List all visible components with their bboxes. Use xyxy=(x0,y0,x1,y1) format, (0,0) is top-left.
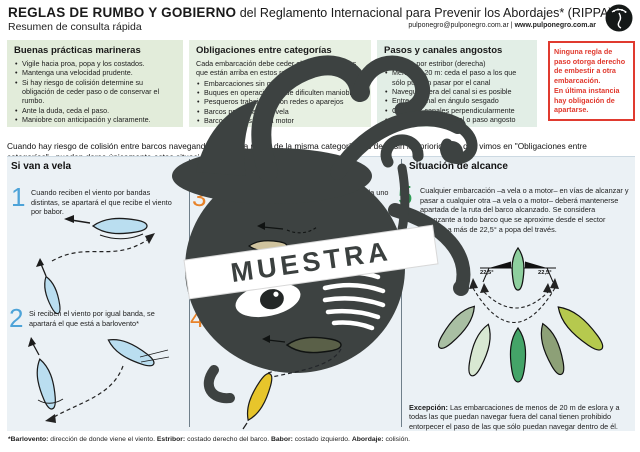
glossary-term: *Barlovento: xyxy=(8,436,49,443)
rule-number-1: 1 xyxy=(11,182,26,212)
box-title: Obligaciones entre categorías xyxy=(196,45,332,56)
bullet-item: No fondee en un canal o paso angosto xyxy=(384,115,530,125)
contact-website: www.pulponegro.com.ar xyxy=(514,22,596,29)
bullet-item: Barcos propulsados a motor xyxy=(196,116,364,126)
bullet-item: Ante la duda, ceda el paso. xyxy=(14,106,176,116)
bullet-item: Menor de 20 m: ceda el paso a los que só… xyxy=(384,68,530,87)
box-obligations: Obligaciones entre categorías Cada embar… xyxy=(189,40,371,127)
bullet-item: Maniobre con anticipación y claramente. xyxy=(14,115,176,125)
contact-line: pulponegro@pulponegro.com.ar | www.pulpo… xyxy=(408,22,596,29)
title-bold: REGLAS DE RUMBO Y GOBIERNO xyxy=(8,5,237,20)
section-title-motor: Si van a motor xyxy=(195,161,264,172)
title-rest: del Reglamento Internacional para Preven… xyxy=(236,6,613,20)
rule-number-2: 2 xyxy=(9,303,24,333)
bullet-list: Embarcaciones sin gobierno Buques en ope… xyxy=(196,79,364,126)
contact-email: pulponegro@pulponegro.com.ar xyxy=(408,22,509,29)
bullet-item: Circule por estribor (derecha) xyxy=(384,59,530,69)
rule-text-2: Si reciben el viento por igual banda, se… xyxy=(29,309,155,328)
warning-line-2: En última instancia hay obligación de ap… xyxy=(554,85,620,115)
exception-label: Excepción: xyxy=(409,403,448,412)
bullet-item: Cruce los canales perpendicularmente xyxy=(384,106,530,116)
box-good-practices: Buenas prácticas marineras Vigile hacia … xyxy=(7,40,183,127)
bullet-item: Pesqueros trabajando con redes o aparejo… xyxy=(196,97,364,107)
angle-label-right: 22,5° xyxy=(538,270,552,276)
rule-text-3: Si navegan de vuelta encontrada (de fren… xyxy=(212,188,389,207)
box-channels: Pasos y canales angostos Circule por est… xyxy=(377,40,537,127)
glossary-def: costado izquierdo. xyxy=(292,436,352,443)
rule-text-1: Cuando reciben el viento por bandas dist… xyxy=(31,188,172,217)
exception-text: Las embarcaciones de menos de 20 m de es… xyxy=(409,403,620,431)
glossary-def: colisión. xyxy=(383,436,411,443)
page-subtitle: Resumen de consulta rápida xyxy=(8,21,142,33)
box-title: Pasos y canales angostos xyxy=(384,45,503,56)
bullet-item: Barcos propulsados a vela xyxy=(196,107,364,117)
bullet-item: Entre al canal en ángulo sesgado xyxy=(384,96,530,106)
glossary-def: costado derecho del barco. xyxy=(185,436,271,443)
box-title: Buenas prácticas marineras xyxy=(14,45,141,56)
bullet-list: Circule por estribor (derecha) Menor de … xyxy=(384,59,530,125)
rule-number-4: 4 xyxy=(190,303,205,333)
bullet-item: Si hay riesgo de colisión determine su o… xyxy=(14,78,176,106)
page-title: REGLAS DE RUMBO Y GOBIERNO del Reglament… xyxy=(8,5,613,20)
glossary-def: dirección de donde viene el viento. xyxy=(48,436,157,443)
rule-number-5: 5 xyxy=(398,180,413,210)
rule-text-4: Si se cruzan, el que vea al otro por su … xyxy=(210,309,388,328)
glossary-term: Estribor: xyxy=(156,436,186,443)
angle-label-left: 22,5° xyxy=(480,270,494,276)
exception-note: Excepción: Las embarcaciones de menos de… xyxy=(409,403,632,431)
warning-box: Ninguna regla de paso otorga derecho de … xyxy=(548,41,635,122)
rule-number-3: 3 xyxy=(192,182,207,212)
bullet-item: Embarcaciones sin gobierno xyxy=(196,79,364,89)
octopus-logo-icon xyxy=(605,4,633,32)
warning-line-1: Ninguna regla de paso otorga derecho de … xyxy=(554,47,626,86)
bullet-list: Vigile hacia proa, popa y los costados. … xyxy=(14,59,176,125)
bullet-item: Vigile hacia proa, popa y los costados. xyxy=(14,59,176,69)
bullet-item: Mantenga una velocidad prudente. xyxy=(14,68,176,78)
rule-text-5: Cualquier embarcación –a vela o a motor–… xyxy=(420,186,629,234)
bullet-item: Buques en operaciones que dificulten man… xyxy=(196,88,364,98)
section-title-sail: Si van a vela xyxy=(11,161,72,172)
contact-separator: | xyxy=(508,22,515,29)
section-title-overtaking: Situación de alcance xyxy=(409,161,508,172)
bullet-item: Navegue fuera del canal si es posible xyxy=(384,87,530,97)
box-intro: Cada embarcación debe ceder el paso a to… xyxy=(196,59,357,78)
glossary-footnote: *Barlovento: dirección de donde viene el… xyxy=(8,436,410,443)
glossary-term: Abordaje: xyxy=(351,436,384,443)
glossary-term: Babor: xyxy=(270,436,293,443)
